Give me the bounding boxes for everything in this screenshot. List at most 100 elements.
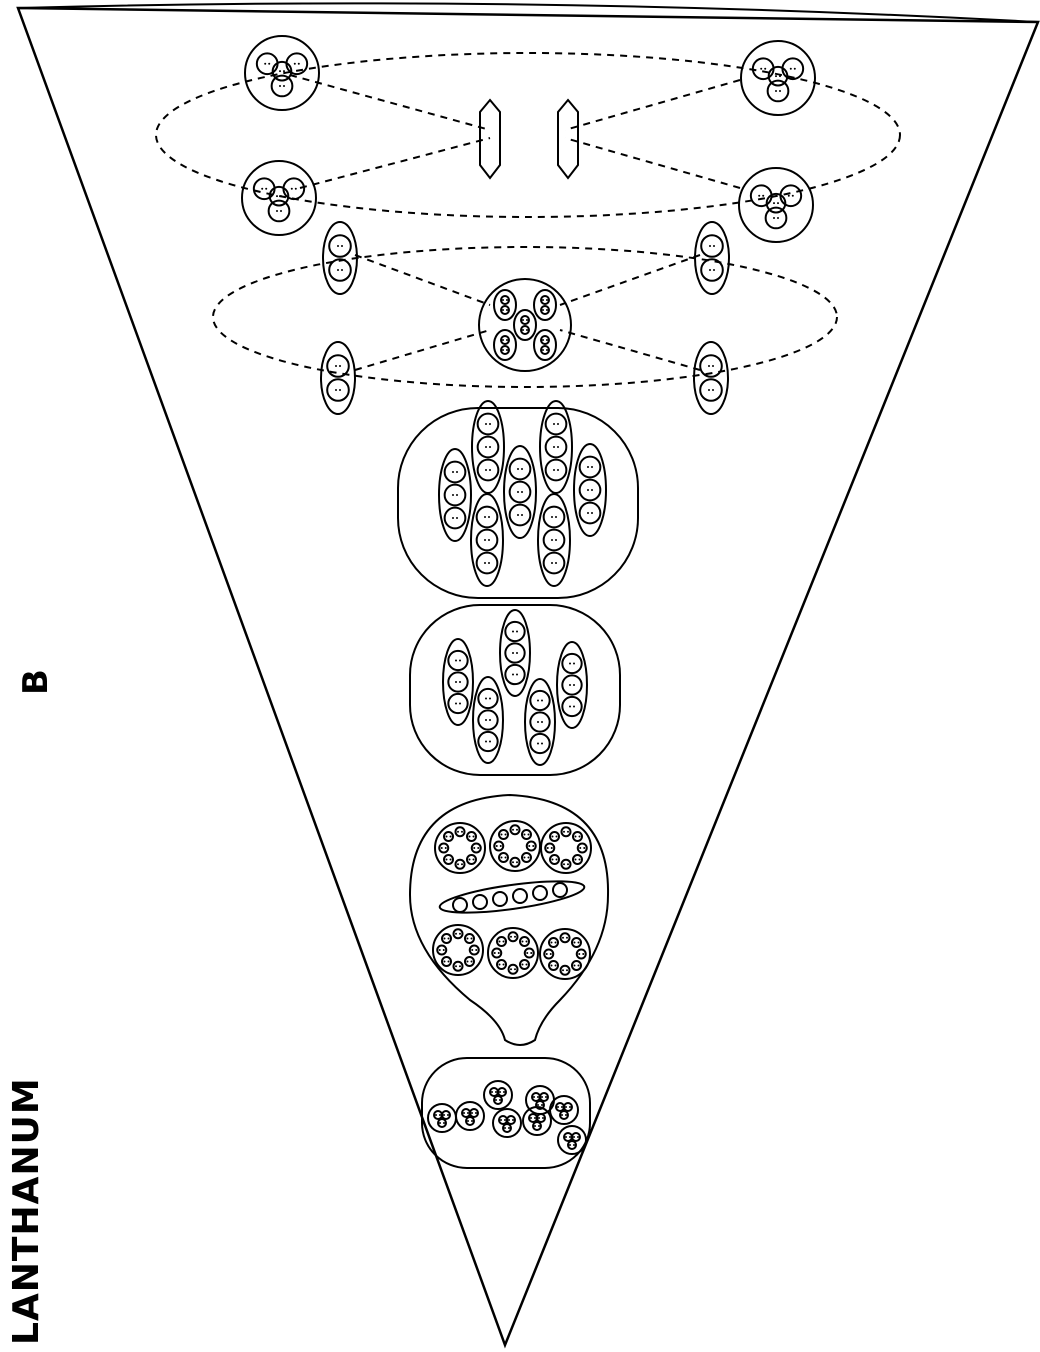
dot xyxy=(506,339,508,341)
dot xyxy=(297,62,300,65)
dot xyxy=(467,1120,469,1122)
dot xyxy=(775,89,777,92)
small-dotted-circle xyxy=(447,671,469,693)
small-dotted-circle xyxy=(567,1140,577,1150)
lens-capsule xyxy=(499,609,531,697)
dot xyxy=(708,365,710,367)
dot xyxy=(444,847,447,849)
dot xyxy=(561,1106,563,1108)
cluster-ring xyxy=(241,160,317,236)
dot xyxy=(506,349,508,351)
capsule-bottom xyxy=(421,1057,591,1169)
small-dotted-circle xyxy=(525,840,537,852)
dot xyxy=(569,684,571,686)
small-dotted-circle xyxy=(477,687,499,710)
dot xyxy=(555,539,557,541)
dot xyxy=(489,697,491,700)
dot xyxy=(495,1091,497,1093)
small-dotted-circle xyxy=(542,551,566,575)
small-dotted-circle xyxy=(326,378,350,402)
dot xyxy=(485,469,487,471)
dot xyxy=(779,75,781,78)
bottom-cluster xyxy=(483,1080,513,1110)
dot xyxy=(578,835,581,838)
dot xyxy=(709,245,711,247)
small-dotted-circle xyxy=(500,305,510,315)
dot xyxy=(569,1144,571,1146)
small-dotted-circle xyxy=(767,65,789,87)
dot xyxy=(502,349,504,351)
dot xyxy=(339,389,341,391)
dot xyxy=(475,1112,477,1114)
dot xyxy=(553,469,555,471)
dot xyxy=(555,835,558,838)
dot xyxy=(456,471,458,473)
dot xyxy=(445,835,448,838)
dot xyxy=(500,856,503,859)
dot xyxy=(484,562,486,564)
dot xyxy=(545,953,548,955)
dot xyxy=(447,1114,449,1116)
small-dotted-circle xyxy=(563,1102,573,1112)
dot xyxy=(591,489,593,491)
dot xyxy=(491,1091,493,1093)
small-dotted-circle xyxy=(518,958,530,970)
dot xyxy=(439,1122,441,1124)
dot xyxy=(553,423,555,425)
small-dotted-circle xyxy=(507,963,519,975)
dot xyxy=(466,937,469,940)
small-dotted-circle xyxy=(443,483,467,507)
lens-capsule xyxy=(438,448,472,542)
small-dotted-circle xyxy=(475,528,499,552)
small-dotted-circle xyxy=(497,1087,507,1097)
dot xyxy=(506,299,508,301)
dot xyxy=(443,937,446,940)
lens-capsule xyxy=(539,400,573,494)
small-dotted-circle xyxy=(523,947,535,959)
dot xyxy=(712,365,714,367)
dot xyxy=(591,466,593,468)
dot xyxy=(533,1096,535,1098)
dot xyxy=(542,1117,544,1119)
small-dotted-circle xyxy=(475,505,499,529)
dot xyxy=(532,845,535,847)
cluster-ring xyxy=(740,40,816,116)
rod-inclusion xyxy=(438,880,586,914)
dot xyxy=(261,187,264,190)
rod-bead xyxy=(472,894,488,910)
dot xyxy=(463,1112,465,1114)
small-dotted-circle xyxy=(570,959,582,971)
dot xyxy=(471,949,474,951)
small-dotted-circle xyxy=(539,1092,549,1102)
dot xyxy=(276,209,278,212)
small-dotted-circle xyxy=(540,345,550,355)
small-dotted-circle xyxy=(508,457,532,481)
dot xyxy=(499,1099,501,1101)
dot xyxy=(468,858,471,861)
dot xyxy=(473,847,476,849)
small-dotted-circle xyxy=(463,933,475,945)
dot xyxy=(551,835,554,838)
small-dotted-circle xyxy=(561,674,583,696)
dot xyxy=(512,652,514,654)
small-dotted-circle xyxy=(468,944,480,956)
dot xyxy=(573,1144,575,1146)
dot xyxy=(566,969,568,972)
small-dotted-circle xyxy=(465,831,477,843)
dot xyxy=(455,702,457,705)
dot xyxy=(512,630,514,633)
small-dotted-circle xyxy=(328,234,352,258)
dot xyxy=(279,70,281,73)
small-dotted-circle xyxy=(520,315,530,325)
dot xyxy=(514,968,516,971)
central-crystals xyxy=(479,98,579,180)
dot xyxy=(550,847,553,849)
lens-capsule xyxy=(322,221,358,295)
dot xyxy=(587,489,589,491)
small-dotted-circle xyxy=(560,826,572,838)
small-dotted-circle xyxy=(559,932,571,944)
small-dotted-circle xyxy=(548,937,560,949)
dot xyxy=(551,539,553,541)
small-dotted-circle xyxy=(443,853,455,865)
dot xyxy=(485,719,487,721)
